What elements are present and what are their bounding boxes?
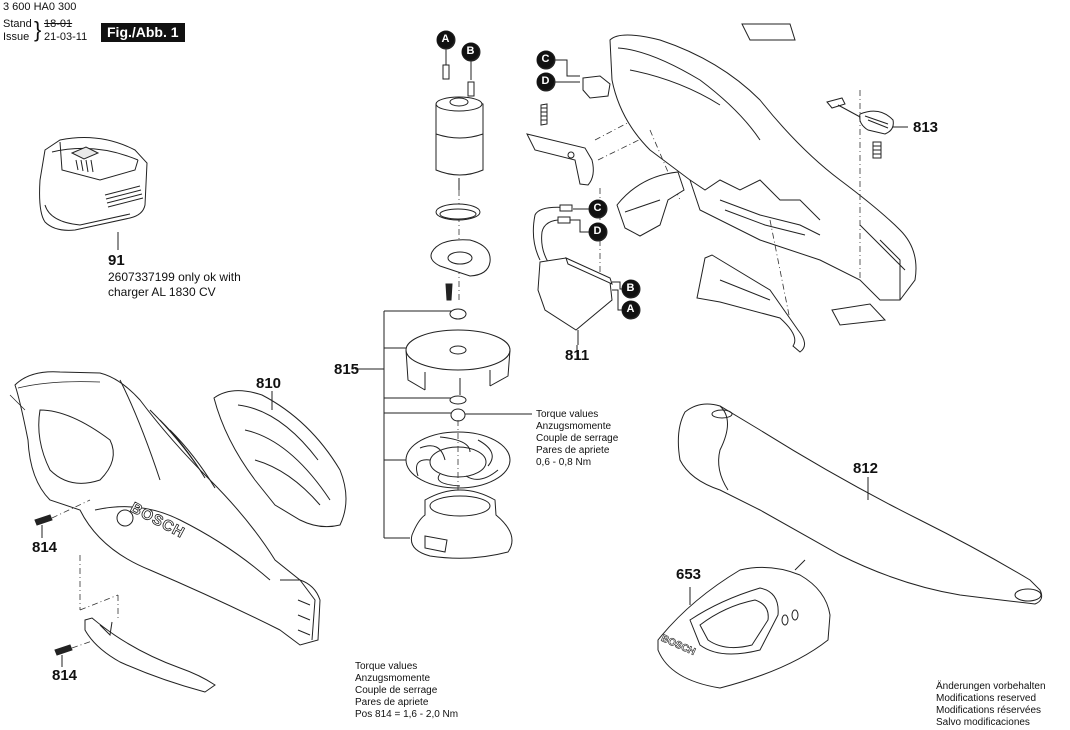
- modifications-note-line: Änderungen vorbehalten: [936, 681, 1046, 692]
- torque-note-814-line: Couple de serrage: [355, 685, 438, 696]
- connector-callout-d: D: [537, 73, 554, 90]
- part-number-814-lower: 814: [52, 667, 78, 684]
- modifications-note: Änderungen vorbehalten Modifications res…: [936, 681, 1046, 729]
- torque-note-814: Torque values Anzugsmomente Couple de se…: [355, 661, 458, 721]
- trigger-drawing: [826, 90, 908, 280]
- torque-note-814-line: Anzugsmomente: [355, 673, 431, 684]
- fan-assembly-drawing: [366, 308, 532, 559]
- front-cover-drawing: [213, 390, 347, 528]
- connector-callout-b: B: [622, 280, 639, 297]
- part-91-caption-line1: 2607337199 only ok with: [108, 270, 241, 284]
- connector-callout-c: C: [589, 200, 606, 217]
- connector-callout-a: A: [622, 301, 639, 318]
- blower-tube-drawing: [677, 403, 1043, 605]
- connector-callout-d: D: [589, 223, 606, 240]
- torque-note-814-line: Torque values: [355, 661, 418, 672]
- connector-callout-a: A: [437, 31, 454, 48]
- battery-pack-drawing: [39, 137, 148, 250]
- figure-label: Fig./Abb. 1: [101, 23, 185, 42]
- torque-note-fan: Torque values Anzugsmomente Couple de se…: [536, 409, 618, 469]
- charger-drawing: [657, 559, 831, 689]
- part-number-812: 812: [853, 460, 879, 477]
- part-number-653: 653: [676, 566, 702, 583]
- part-number-813: 813: [913, 119, 939, 136]
- modifications-note-line: Modifications réservées: [936, 705, 1042, 716]
- connector-callout-b: B: [462, 43, 479, 60]
- torque-note-814-value: Pos 814 = 1,6 - 2,0 Nm: [355, 709, 459, 720]
- issue-label: Issue: [3, 31, 30, 43]
- front-housing-drawing: [9, 371, 321, 646]
- side-cover-drawing: [616, 171, 685, 237]
- torque-note-fan-line: Anzugsmomente: [536, 421, 612, 432]
- part-91-caption-line2: charger AL 1830 CV: [108, 285, 216, 299]
- part-number-810: 810: [256, 375, 282, 392]
- bottom-cover-drawing: [696, 254, 805, 353]
- part-number-91: 91: [108, 252, 125, 269]
- brace-glyph: }: [34, 17, 42, 42]
- torque-note-814-line: Pares de apriete: [355, 697, 429, 708]
- screw-814-drawing: [34, 499, 216, 693]
- issue-date: 21-03-11: [44, 31, 88, 43]
- modifications-note-line: Modifications reserved: [936, 693, 1037, 704]
- part-number-815: 815: [334, 361, 360, 378]
- motor-mount-drawing: [430, 203, 491, 301]
- torque-note-fan-line: Couple de serrage: [536, 433, 619, 444]
- connector-callout-c: C: [537, 51, 554, 68]
- rear-housing-drawing: [609, 23, 917, 326]
- torque-note-fan-line: Torque values: [536, 409, 599, 420]
- torque-note-fan-line: Pares de apriete: [536, 445, 610, 456]
- modifications-note-line: Salvo modificaciones: [936, 717, 1030, 728]
- stand-label: Stand: [3, 18, 32, 30]
- part-number-814-upper: 814: [32, 539, 58, 556]
- part-number-811: 811: [565, 347, 590, 364]
- document-number: 3 600 HA0 300: [3, 1, 77, 13]
- old-date: 18-01: [44, 18, 73, 30]
- torque-note-fan-value: 0,6 - 0,8 Nm: [536, 457, 592, 468]
